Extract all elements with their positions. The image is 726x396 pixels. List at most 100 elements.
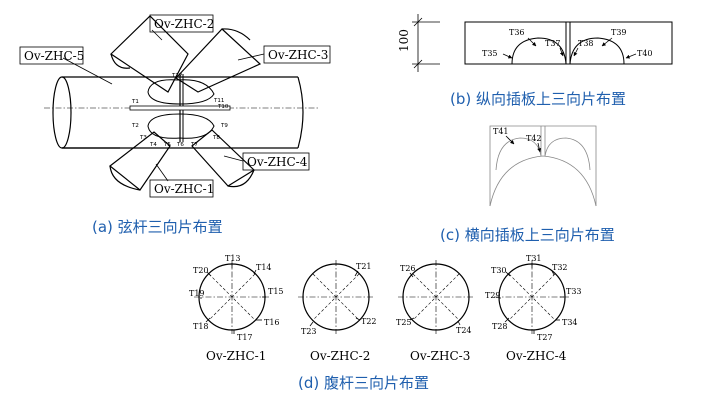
gauge-t29: T29 — [485, 291, 501, 300]
gauge-t12: T12 — [171, 73, 182, 79]
arrow-t41 — [505, 135, 515, 145]
longitudinal-plate — [464, 21, 673, 65]
label-box-zhc2 — [149, 14, 214, 33]
diag-2 — [508, 273, 556, 321]
label-zhc4-section: Ov-ZHC-4 — [506, 349, 567, 363]
gauge-t7: T7 — [190, 142, 198, 148]
gauge-t36: T36 — [509, 28, 525, 37]
bulb-right — [544, 137, 591, 171]
gauge-t37: T37 — [545, 39, 561, 48]
gauge-t13: T13 — [225, 254, 241, 263]
arrow-t38 — [573, 47, 579, 57]
arrow-t40 — [625, 53, 637, 59]
gauge-t1: T1 — [131, 99, 139, 105]
bulb-left — [495, 137, 542, 171]
label-box-zhc3 — [263, 45, 331, 64]
dim-tick-top — [413, 17, 423, 27]
gauge-t40: T40 — [637, 49, 653, 58]
leader-zhc4 — [223, 155, 244, 162]
gauge-t14: T14 — [256, 263, 272, 272]
gusset-upper — [147, 79, 215, 105]
gauge-t38: T38 — [578, 39, 594, 48]
brace-zhc2-end — [110, 53, 131, 69]
panel-d-zhc1: T13 T14 T15 T16 T17 T18 T19 T20 Ov-ZHC-1 — [189, 254, 284, 363]
dim-tick-bottom — [413, 59, 423, 69]
leader-zhc1 — [155, 163, 169, 182]
gauge-t28: T28 — [492, 322, 508, 331]
gauge-t24: T24 — [456, 326, 472, 335]
gauge-t15: T15 — [268, 287, 284, 296]
gauge-t3: T3 — [139, 135, 147, 141]
arc-left — [511, 37, 567, 65]
arrow-t35 — [502, 53, 513, 59]
chord-right-end — [297, 76, 304, 149]
tick-t30 — [505, 271, 511, 277]
gauge-t4: T4 — [149, 142, 157, 148]
brace-zhc4 — [191, 129, 255, 187]
gauge-t19: T19 — [189, 289, 205, 298]
gauge-t33: T33 — [566, 287, 582, 296]
label-box-zhc5 — [19, 46, 84, 65]
arrow-t39 — [601, 37, 613, 47]
tick-t22 — [355, 317, 361, 321]
leader-zhc3 — [237, 53, 265, 61]
panel-d-zhc4: T31 T32 T33 T34 T27 T28 T29 T30 Ov-ZHC-4 — [485, 254, 582, 363]
tick-t28 — [504, 317, 510, 323]
panel-a-chord-layout: T12 T11 T1 T2 T3 T4 T5 T6 T7 T8 T9 T10 O… — [19, 14, 331, 198]
chord-left-end — [52, 76, 72, 149]
gusset-lower — [147, 113, 215, 139]
gauge-t6: T6 — [176, 142, 184, 148]
gauge-t2: T2 — [131, 123, 139, 129]
label-zhc2: Ov-ZHC-2 — [154, 17, 214, 31]
diag-2 — [312, 273, 360, 321]
gauge-t27: T27 — [537, 333, 553, 342]
gauge-t16: T16 — [264, 318, 280, 327]
tick-t20 — [206, 271, 212, 277]
gauge-t39: T39 — [611, 28, 627, 37]
tick-t26 — [409, 272, 414, 278]
label-zhc2-section: Ov-ZHC-2 — [310, 349, 370, 363]
brace-zhc1 — [109, 131, 171, 191]
caption-d: (d) 腹杆三向片布置 — [298, 374, 429, 392]
gauge-t41: T41 — [493, 127, 509, 136]
gauge-t42: T42 — [526, 134, 542, 143]
gauge-t18: T18 — [193, 322, 209, 331]
caption-a: (a) 弦杆三向片布置 — [92, 218, 223, 236]
gauge-t30: T30 — [491, 266, 507, 275]
tick-t25 — [409, 317, 415, 321]
brace-zhc1-end — [109, 165, 141, 191]
panel-b-longitudinal-plate: 100 T35 T36 T37 T38 T39 T40 — [397, 14, 673, 72]
tick-t32 — [551, 270, 555, 276]
caption-b: (b) 纵向插板上三向片布置 — [450, 90, 626, 108]
diag-2 — [412, 273, 460, 321]
gauge-t10: T10 — [217, 104, 229, 110]
arrow-t36 — [527, 37, 537, 47]
leader-zhc5 — [62, 57, 113, 85]
label-zhc3-section: Ov-ZHC-3 — [410, 349, 470, 363]
gauge-t8: T8 — [212, 135, 220, 141]
gauge-t9: T9 — [220, 123, 228, 129]
label-zhc5: Ov-ZHC-5 — [24, 49, 84, 63]
gauge-t20: T20 — [193, 266, 209, 275]
gauge-t32: T32 — [552, 263, 568, 272]
tick-t18 — [205, 317, 211, 323]
gauge-t25: T25 — [396, 318, 412, 327]
gauge-t26: T26 — [400, 264, 416, 273]
transverse-plate-outline — [489, 125, 597, 206]
tick-t24 — [457, 320, 461, 326]
leader-zhc2 — [151, 29, 163, 41]
brace-zhc2 — [110, 15, 189, 93]
transverse-plate — [129, 105, 231, 111]
panel-c-transverse-plate: T41 T42 — [489, 125, 597, 207]
diag-2 — [208, 273, 256, 321]
label-zhc1: Ov-ZHC-1 — [154, 182, 214, 196]
tick-t14 — [253, 269, 257, 275]
brace-zhc3-end — [221, 28, 251, 41]
panel-d-zhc2: T21 T22 T23 Ov-ZHC-2 — [298, 260, 377, 363]
brace-zhc4-end — [227, 169, 255, 188]
tick-t23 — [309, 321, 314, 327]
label-box-zhc4 — [242, 152, 310, 171]
gauge-t21: T21 — [356, 262, 372, 271]
tick-t21 — [354, 270, 359, 277]
